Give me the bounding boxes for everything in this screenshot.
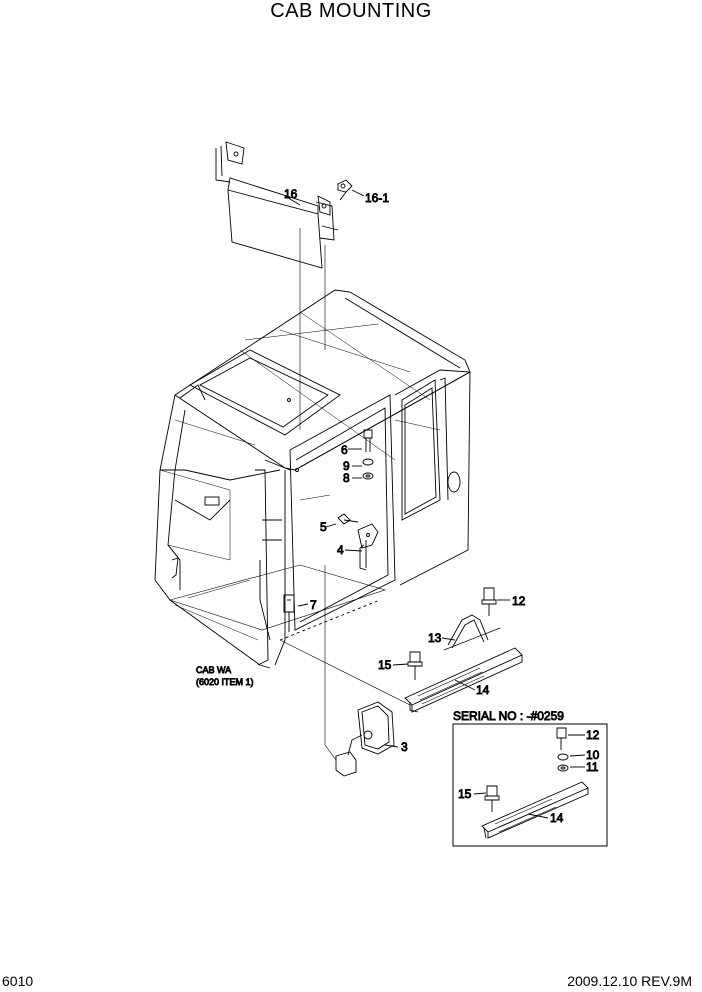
callout-14: 14 bbox=[476, 683, 490, 697]
visor-bolt bbox=[337, 179, 353, 201]
callout-3: 3 bbox=[401, 740, 408, 754]
revision-stamp: 2009.12.10 REV.9M bbox=[567, 973, 692, 989]
cab-body bbox=[154, 289, 471, 669]
bolt-7 bbox=[283, 594, 295, 632]
bolt-12 bbox=[481, 587, 497, 616]
callout-7: 7 bbox=[310, 598, 317, 612]
mirror bbox=[335, 701, 395, 777]
serial-label: SERIAL NO : -#0259 bbox=[453, 709, 564, 723]
inset-bolt-15 bbox=[484, 785, 500, 812]
page-number: 6010 bbox=[2, 973, 34, 989]
callout-9: 9 bbox=[343, 459, 350, 473]
callout-13: 13 bbox=[428, 631, 442, 645]
sun-visor bbox=[215, 141, 339, 269]
grab-handle bbox=[357, 523, 379, 571]
washer-8 bbox=[362, 472, 374, 480]
inset-callout-14: 14 bbox=[550, 811, 564, 825]
inset-washer-11 bbox=[557, 764, 569, 772]
callout-16: 16 bbox=[284, 187, 298, 201]
inset-callout-11: 11 bbox=[586, 760, 599, 774]
inset-callout-12: 12 bbox=[586, 728, 600, 742]
inset-step-plate bbox=[481, 781, 589, 839]
callout-4: 4 bbox=[337, 543, 344, 557]
cab-note-line1: CAB WA bbox=[196, 665, 231, 675]
serial-inset-box bbox=[452, 723, 608, 847]
inset-bolt-12 bbox=[556, 727, 567, 750]
inset-callout-10: 10 bbox=[586, 748, 600, 762]
callout-15: 15 bbox=[378, 658, 392, 672]
callout-5: 5 bbox=[320, 520, 327, 534]
callout-12: 12 bbox=[512, 594, 526, 608]
inset-washer-10 bbox=[557, 753, 569, 761]
inset-callout-15: 15 bbox=[458, 787, 472, 801]
cab-note-line2: (6020 ITEM 1) bbox=[196, 677, 254, 687]
page-title: CAB MOUNTING bbox=[270, 0, 432, 22]
callout-8: 8 bbox=[343, 471, 350, 485]
callout-16-1: 16-1 bbox=[365, 191, 389, 205]
callout-6: 6 bbox=[341, 443, 348, 457]
bolt-5 bbox=[337, 513, 359, 525]
step-plate bbox=[404, 647, 523, 713]
bolt-6 bbox=[363, 429, 373, 452]
handle-13 bbox=[443, 614, 501, 651]
washer-9 bbox=[362, 458, 374, 466]
bolt-15 bbox=[407, 651, 423, 680]
